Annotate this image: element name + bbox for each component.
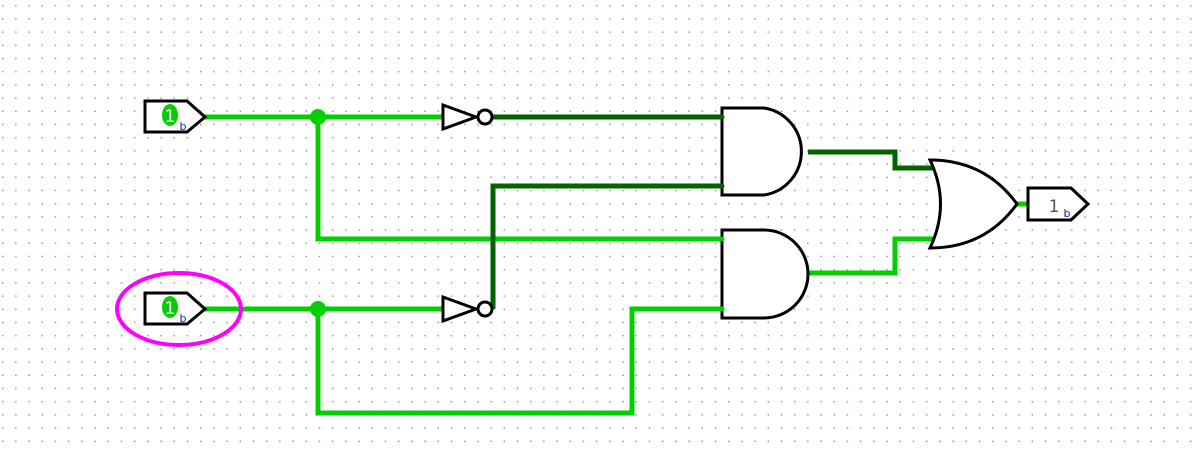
- junction-a[interactable]: [310, 109, 326, 125]
- input-b-value: 1: [165, 299, 176, 319]
- wire-and2-to-or: [808, 236, 935, 276]
- not-gate-b[interactable]: [441, 294, 494, 324]
- wire-not-b-to-and1: [490, 183, 722, 309]
- input-b-value-indicator: [162, 296, 178, 318]
- output-value: 1: [1049, 197, 1060, 217]
- input-a-value: 1: [165, 107, 176, 127]
- input-a-value-indicator: [162, 104, 178, 126]
- output-pin[interactable]: 1 b: [1026, 186, 1091, 222]
- or-gate[interactable]: [927, 158, 1019, 250]
- output-radix: b: [1064, 207, 1071, 220]
- port-dots: [210, 114, 1024, 312]
- and-gate-1[interactable]: [720, 106, 803, 197]
- input-pin-b[interactable]: 1 b: [143, 291, 208, 326]
- wire-a-to-and2: [315, 117, 722, 242]
- selection-highlight: [115, 271, 243, 347]
- wire-b-to-and2: [315, 306, 722, 416]
- wires: [205, 114, 1028, 416]
- and-gate-2[interactable]: [720, 228, 810, 320]
- wire-and1-to-or: [808, 149, 935, 171]
- junction-b[interactable]: [310, 301, 326, 317]
- input-a-radix: b: [180, 120, 187, 133]
- not-gate-a[interactable]: [441, 102, 494, 132]
- input-pin-a[interactable]: 1 b: [143, 99, 208, 134]
- input-b-radix: b: [180, 312, 187, 325]
